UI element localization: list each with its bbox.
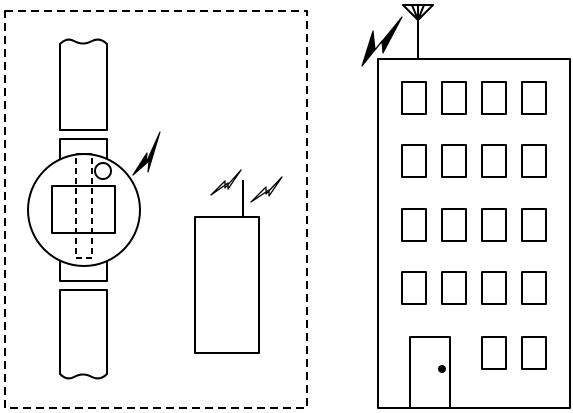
building-window <box>402 272 426 304</box>
relay-transmitter-unit <box>195 180 259 353</box>
building-window <box>482 272 506 304</box>
building-windows <box>402 82 546 369</box>
building-window <box>522 272 546 304</box>
relay-body <box>195 217 259 353</box>
watch-case <box>28 154 140 266</box>
building-window <box>522 82 546 114</box>
building-window <box>402 209 426 241</box>
multi-storey-building <box>378 5 570 408</box>
building-window <box>482 337 506 369</box>
watch-strap-lower <box>60 290 107 378</box>
building-window <box>482 209 506 241</box>
wireless-signal-icon <box>251 177 282 202</box>
building-window <box>402 82 426 114</box>
building-door-knob <box>438 365 446 373</box>
wireless-signal-icon <box>211 170 241 195</box>
wrist-watch-device <box>28 40 140 379</box>
dashed-boundary <box>5 11 307 408</box>
building-window <box>402 145 426 177</box>
wireless-signal-icon <box>362 17 402 66</box>
wireless-signal-icon <box>133 132 160 175</box>
building-window <box>442 272 466 304</box>
building-window <box>442 209 466 241</box>
building-window <box>442 82 466 114</box>
building-window <box>522 209 546 241</box>
watch-strap-upper <box>60 40 107 130</box>
watch-display <box>52 186 115 233</box>
building-window <box>482 145 506 177</box>
building-antenna-top <box>403 5 433 20</box>
building-door <box>410 337 450 408</box>
building-window <box>482 82 506 114</box>
building-outline <box>378 59 570 408</box>
watch-button <box>95 163 111 179</box>
building-window <box>522 145 546 177</box>
building-window <box>442 145 466 177</box>
building-window <box>522 337 546 369</box>
